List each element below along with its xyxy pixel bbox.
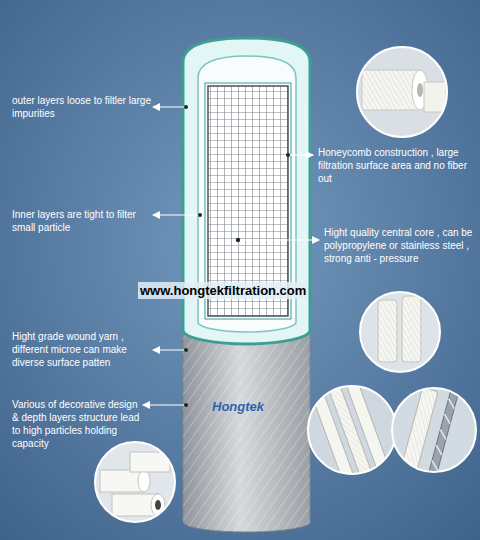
photo-ground	[95, 442, 175, 522]
leader-line	[153, 214, 200, 215]
callout-text: Hight grade wound yarn , different micro…	[12, 330, 152, 369]
website-url: www.hongtekfiltration.com	[138, 282, 308, 299]
leader-line	[153, 106, 186, 107]
leader-dot	[198, 213, 202, 217]
cartridge-hole	[155, 500, 161, 510]
photo-frame	[357, 47, 447, 137]
leader-line	[153, 349, 186, 350]
photo-frame	[95, 442, 175, 522]
callout-text: outer layers loose to filtler large impu…	[12, 94, 152, 120]
leader-lines	[143, 107, 319, 405]
leader-dot	[236, 238, 240, 242]
leader-dot	[184, 105, 188, 109]
callout-text: Inner layers are tight to filter small p…	[12, 208, 152, 234]
cartridge	[100, 470, 144, 492]
leader-dots	[184, 105, 290, 407]
photo-ground	[356, 46, 448, 138]
cartridge-group	[401, 384, 458, 476]
yarn-body	[183, 330, 310, 532]
product-photo	[95, 442, 175, 522]
roll-hole	[417, 83, 423, 97]
roll	[362, 70, 420, 110]
photo-ground	[360, 292, 440, 372]
cartridge-end	[138, 470, 150, 492]
leader-line	[288, 154, 313, 155]
cartridge-texture	[378, 300, 397, 362]
steel-core	[428, 391, 458, 476]
cartridge	[402, 296, 421, 362]
yarn-texture	[183, 330, 310, 532]
roll	[424, 82, 446, 112]
product-photo	[356, 46, 448, 138]
roll-texture	[362, 70, 420, 110]
core-pattern	[430, 399, 456, 471]
callout-text: Hight quality central core , can be poly…	[324, 226, 476, 265]
brand-logo: Hongtek	[212, 398, 264, 415]
cartridge-texture	[329, 385, 372, 477]
cartridge	[378, 300, 397, 362]
cartridge-texture	[402, 296, 421, 362]
photo-frame	[360, 292, 440, 372]
leader-dot	[184, 403, 188, 407]
product-photo	[308, 379, 396, 484]
photo-frame	[392, 388, 476, 472]
callout-text: Various of decorative design & depth lay…	[12, 398, 140, 450]
cartridge-end	[151, 494, 165, 516]
leader-dot	[184, 348, 188, 352]
leader-line	[238, 239, 319, 240]
photo-frame	[308, 386, 396, 474]
product-photo	[392, 384, 476, 476]
leader-dot	[286, 153, 290, 157]
leader-line	[143, 404, 186, 405]
product-photo	[360, 292, 440, 372]
callout-text: Honeycomb construction , large filtratio…	[318, 146, 476, 185]
